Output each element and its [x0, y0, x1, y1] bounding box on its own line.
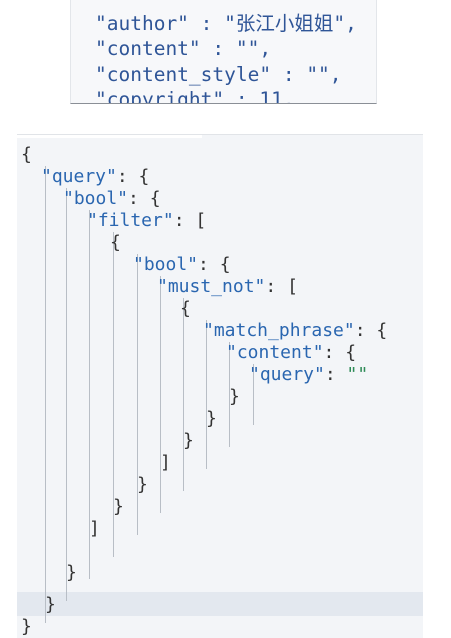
indent-guide: [229, 342, 230, 447]
code-line[interactable]: }: [206, 408, 217, 429]
code-line[interactable]: "bool": {: [63, 188, 161, 209]
snippet-line-author: "author" : "张江小姐姐",: [95, 12, 357, 35]
indent-guide: [45, 166, 46, 623]
code-line[interactable]: "content": {: [226, 342, 357, 363]
indent-guide: [137, 254, 138, 535]
code-line[interactable]: {: [21, 144, 32, 165]
code-line[interactable]: }: [137, 474, 148, 495]
indent-guide: [66, 188, 67, 601]
code-line[interactable]: {: [180, 298, 191, 319]
indent-guide: [253, 364, 254, 425]
snippet-line-content-style: "content_style" : "",: [95, 63, 342, 86]
code-line[interactable]: "query": "": [249, 364, 369, 385]
code-line[interactable]: "match_phrase": {: [203, 320, 388, 341]
code-line[interactable]: "query": {: [41, 166, 150, 187]
indent-guide: [160, 276, 161, 513]
snippet-line-content: "content" : "",: [95, 37, 272, 60]
code-line[interactable]: "must_not": [: [157, 276, 298, 297]
indent-guide: [183, 298, 184, 491]
current-line-highlight: [17, 592, 423, 616]
snippet-line-copyright: "copyright" : 11,: [95, 88, 295, 104]
indent-guide: [89, 210, 90, 579]
code-line[interactable]: }: [21, 616, 32, 637]
query-editor[interactable]: { "query": { "bool": { "filter": [ { "bo…: [17, 134, 423, 638]
code-line[interactable]: }: [45, 594, 56, 615]
code-line[interactable]: }: [113, 496, 124, 517]
code-line[interactable]: }: [229, 386, 240, 407]
code-line[interactable]: {: [110, 232, 121, 253]
code-line[interactable]: ]: [160, 452, 171, 473]
code-line[interactable]: "bool": {: [133, 254, 231, 275]
code-line[interactable]: }: [66, 562, 77, 583]
code-line[interactable]: }: [183, 430, 194, 451]
indent-guide: [113, 232, 114, 557]
editor-top-shade: [17, 135, 202, 138]
code-line[interactable]: "filter": [: [87, 210, 207, 231]
top-json-snippet: "author" : "张江小姐姐", "content" : "", "con…: [70, 0, 377, 104]
indent-guide: [206, 320, 207, 469]
code-line[interactable]: ]: [89, 518, 100, 539]
